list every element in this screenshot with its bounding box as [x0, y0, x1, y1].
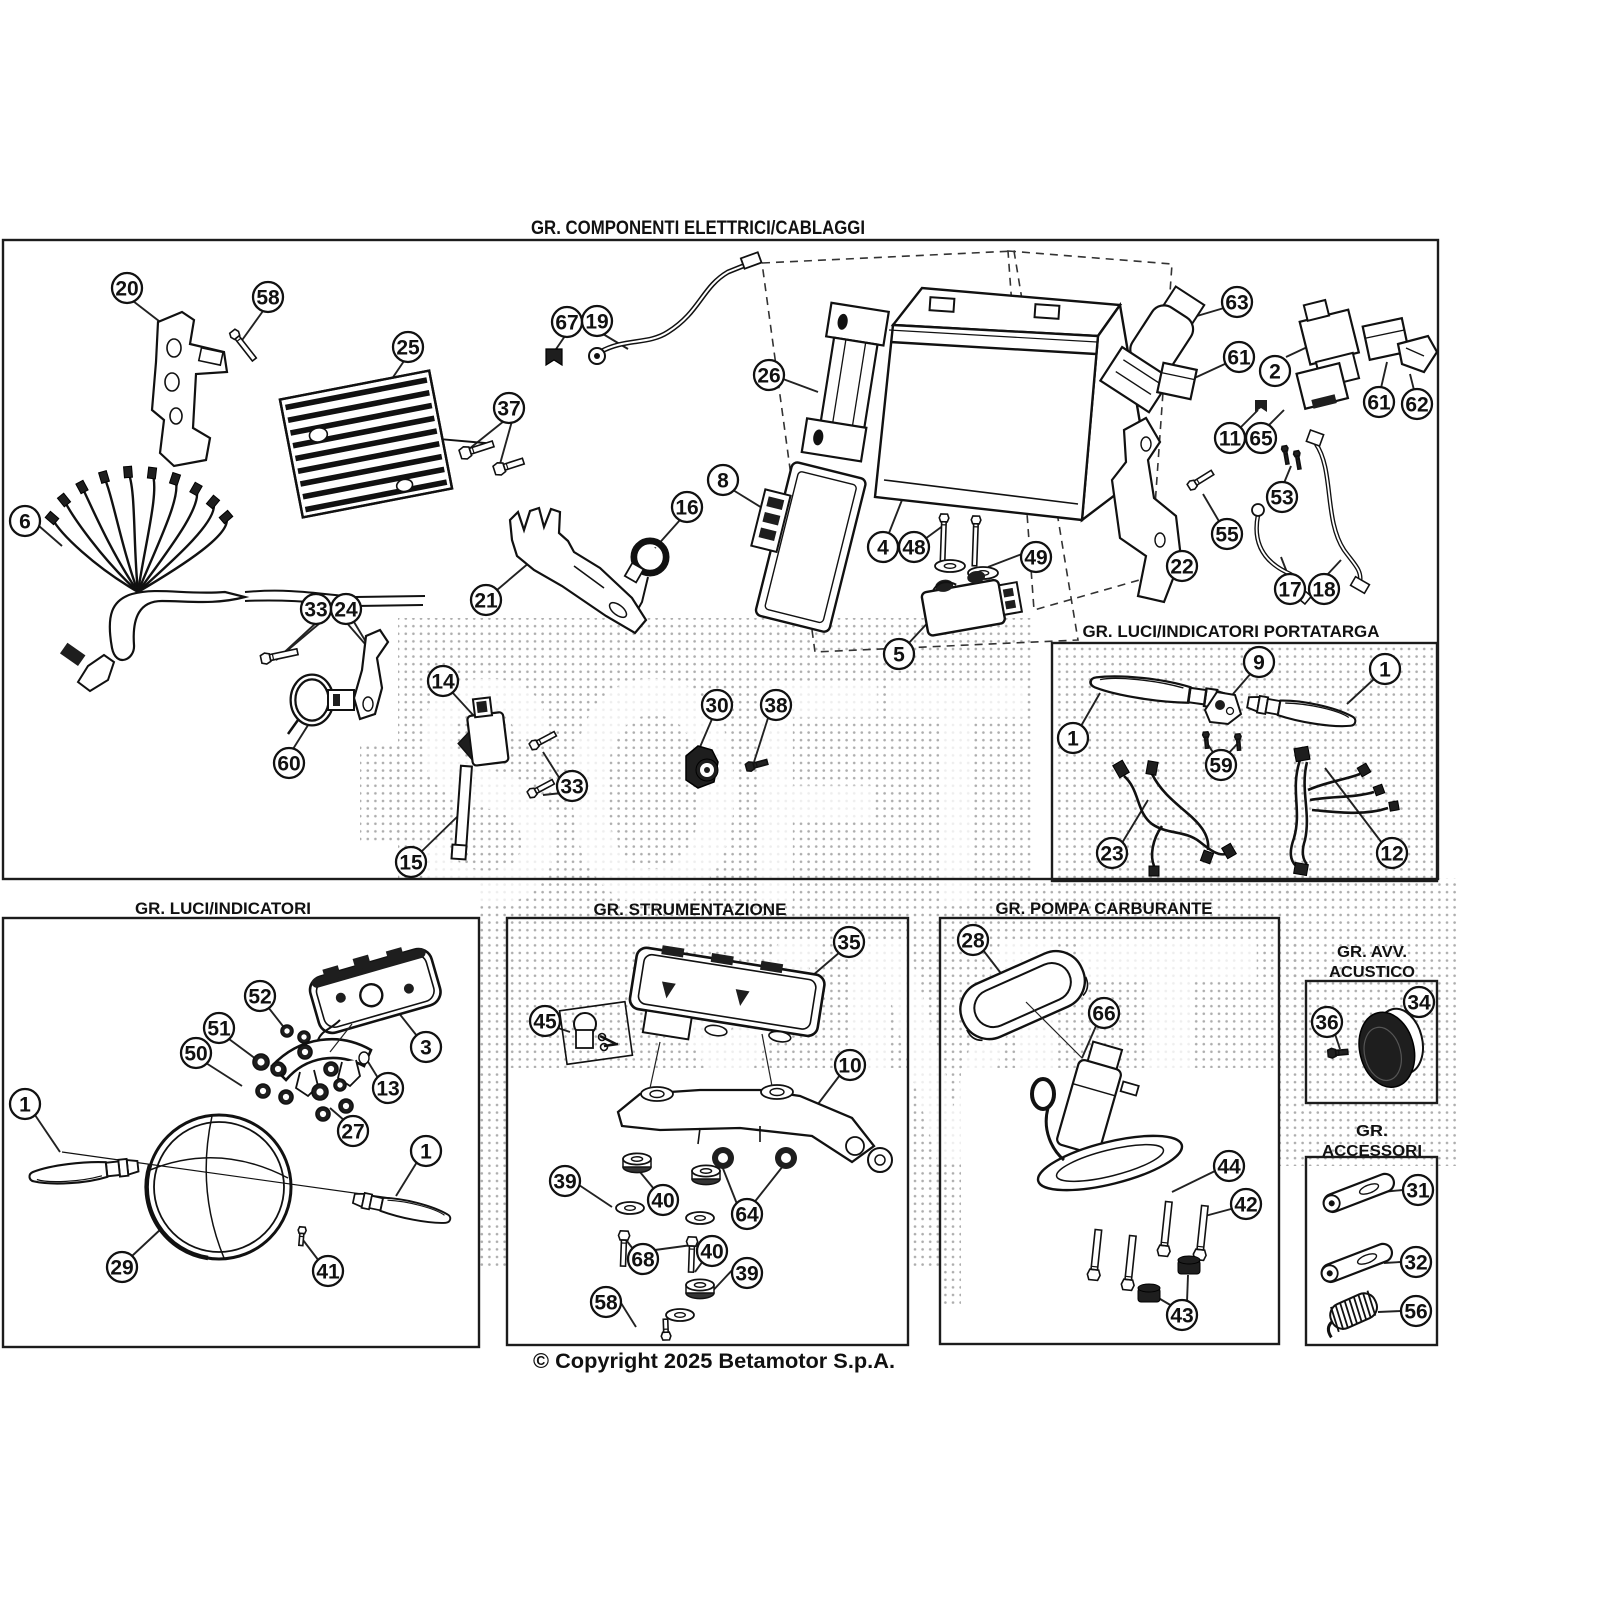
svg-text:29: 29	[110, 1256, 133, 1279]
svg-text:28: 28	[961, 929, 985, 952]
svg-text:37: 37	[497, 397, 520, 420]
svg-text:38: 38	[764, 694, 788, 717]
svg-text:GR.: GR.	[1356, 1123, 1388, 1140]
svg-text:48: 48	[902, 536, 926, 559]
svg-text:9: 9	[1253, 651, 1265, 674]
svg-text:68: 68	[631, 1248, 655, 1271]
svg-text:26: 26	[757, 364, 780, 387]
svg-text:23: 23	[1100, 842, 1123, 865]
svg-text:32: 32	[1404, 1251, 1427, 1274]
svg-text:25: 25	[396, 336, 420, 359]
svg-text:5: 5	[893, 643, 905, 666]
svg-text:GR. COMPONENTI ELETTRICI/CABLA: GR. COMPONENTI ELETTRICI/CABLAGGI	[531, 218, 865, 239]
svg-text:GR. LUCI/INDICATORI PORTATARGA: GR. LUCI/INDICATORI PORTATARGA	[1083, 622, 1380, 641]
svg-text:63: 63	[1225, 291, 1248, 314]
svg-text:64: 64	[735, 1203, 759, 1226]
svg-text:24: 24	[334, 598, 358, 621]
svg-text:3: 3	[420, 1036, 432, 1059]
svg-text:52: 52	[248, 985, 271, 1008]
svg-text:GR. AVV.: GR. AVV.	[1337, 944, 1407, 961]
svg-text:33: 33	[304, 598, 327, 621]
svg-text:55: 55	[1215, 523, 1239, 546]
svg-text:65: 65	[1249, 427, 1273, 450]
svg-text:2: 2	[1269, 360, 1281, 383]
svg-text:66: 66	[1092, 1002, 1115, 1025]
svg-text:1: 1	[1379, 658, 1391, 681]
svg-text:© Copyright 2025 Betamotor S.p: © Copyright 2025 Betamotor S.p.A.	[533, 1350, 895, 1373]
svg-text:35: 35	[837, 931, 861, 954]
svg-text:30: 30	[705, 694, 728, 717]
svg-text:62: 62	[1405, 393, 1428, 416]
svg-text:GR. LUCI/INDICATORI: GR. LUCI/INDICATORI	[135, 899, 311, 918]
svg-text:67: 67	[555, 311, 578, 334]
svg-text:40: 40	[651, 1189, 674, 1212]
svg-text:15: 15	[399, 851, 423, 874]
svg-text:18: 18	[1312, 578, 1336, 601]
svg-text:51: 51	[207, 1017, 231, 1040]
svg-text:61: 61	[1367, 391, 1391, 414]
svg-text:19: 19	[585, 310, 608, 333]
svg-text:8: 8	[717, 469, 729, 492]
svg-text:YMT: YMT	[630, 872, 1260, 1230]
svg-text:36: 36	[1315, 1011, 1338, 1034]
svg-text:4: 4	[877, 536, 889, 559]
svg-text:49: 49	[1024, 546, 1047, 569]
svg-text:34: 34	[1407, 991, 1431, 1014]
svg-text:58: 58	[594, 1291, 618, 1314]
svg-text:50: 50	[184, 1042, 207, 1065]
svg-text:43: 43	[1170, 1304, 1193, 1327]
svg-text:58: 58	[256, 286, 280, 309]
svg-text:ACUSTICO: ACUSTICO	[1329, 964, 1415, 981]
svg-text:16: 16	[675, 496, 698, 519]
svg-text:41: 41	[316, 1260, 340, 1283]
svg-text:39: 39	[735, 1262, 758, 1285]
svg-text:21: 21	[474, 589, 498, 612]
svg-text:1: 1	[19, 1093, 31, 1116]
svg-text:10: 10	[838, 1054, 861, 1077]
svg-text:33: 33	[560, 775, 583, 798]
svg-text:SOFT: SOFT	[408, 612, 1028, 970]
svg-text:60: 60	[277, 752, 300, 775]
svg-text:27: 27	[341, 1120, 364, 1143]
svg-text:17: 17	[1278, 578, 1301, 601]
svg-text:61: 61	[1227, 346, 1251, 369]
svg-text:11: 11	[1219, 427, 1242, 450]
svg-text:42: 42	[1234, 1193, 1257, 1216]
svg-text:6: 6	[19, 510, 31, 533]
svg-text:20: 20	[115, 277, 138, 300]
svg-text:12: 12	[1380, 842, 1403, 865]
svg-text:14: 14	[431, 670, 455, 693]
svg-text:45: 45	[533, 1010, 557, 1033]
svg-text:22: 22	[1170, 555, 1193, 578]
svg-text:40: 40	[700, 1240, 723, 1263]
svg-text:13: 13	[376, 1077, 399, 1100]
svg-text:1: 1	[420, 1140, 432, 1163]
svg-text:44: 44	[1217, 1155, 1241, 1178]
svg-text:ACCESSORI: ACCESSORI	[1322, 1143, 1422, 1160]
svg-text:1: 1	[1067, 727, 1079, 750]
svg-text:59: 59	[1209, 754, 1232, 777]
svg-text:GR. STRUMENTAZIONE: GR. STRUMENTAZIONE	[594, 900, 787, 919]
svg-text:31: 31	[1406, 1179, 1430, 1202]
svg-text:GR. POMPA CARBURANTE: GR. POMPA CARBURANTE	[996, 899, 1213, 918]
svg-text:56: 56	[1404, 1300, 1427, 1323]
svg-text:39: 39	[553, 1170, 576, 1193]
svg-text:53: 53	[1270, 486, 1293, 509]
